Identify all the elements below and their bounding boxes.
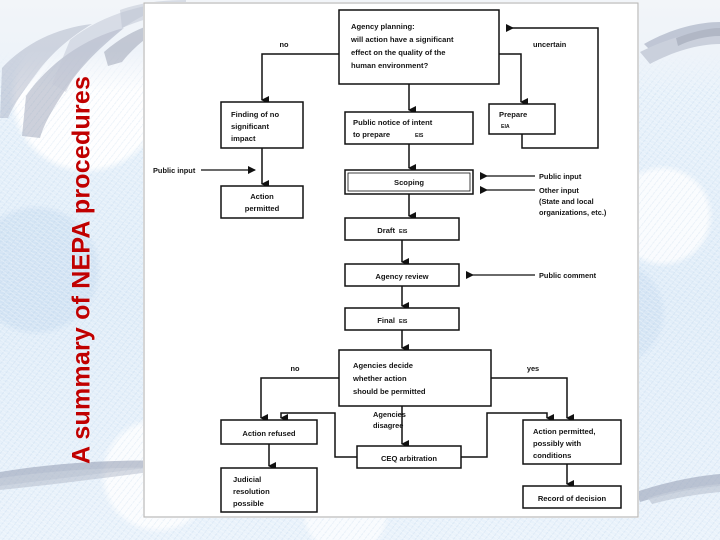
- title-block: A summary of NEPA procedures: [46, 0, 118, 540]
- box-agencies-decide-line-1: whether action: [352, 374, 407, 383]
- edge-eia-feedback-to-planning: [506, 24, 599, 149]
- nepa-flowchart: Agency planning: will action have a sign…: [143, 2, 639, 518]
- edge-yes-to-action-permitted-conditions: [491, 377, 574, 422]
- box-fonsi-line-1: significant: [231, 122, 269, 131]
- edge-label-other-input-line-2: organizations, etc.): [539, 208, 607, 217]
- box-agency-planning-line-2: effect on the quality of the: [351, 48, 446, 57]
- box-action-permitted-conditions-line-0: Action permitted,: [533, 427, 595, 436]
- edge-no-to-action-refused: [260, 377, 339, 422]
- box-judicial-line-0: Judicial: [233, 475, 261, 484]
- box-ceq-arbitration-line-0: CEQ arbitration: [381, 454, 437, 463]
- edge-label-agencies-disagree-line-0: Agencies: [373, 410, 406, 419]
- box-prepare-eia-line-0: Prepare: [499, 110, 527, 119]
- box-agencies-decide-line-2: should be permitted: [353, 387, 426, 396]
- edge-label-other-input-line-1: (State and local: [539, 197, 594, 206]
- box-public-notice-line-1: to prepare: [353, 130, 390, 139]
- edge-ceq-to-action-refused: [280, 412, 357, 458]
- edge-label-no-bottom: no: [290, 364, 300, 373]
- box-action-permitted-conditions: [522, 419, 622, 465]
- box-prepare-eia: [488, 103, 556, 135]
- box-scoping-line-0: Scoping: [394, 178, 424, 187]
- box-prepare-eia-suffix: EIA: [501, 124, 510, 130]
- box-scoping: [344, 169, 474, 195]
- box-agency-planning-line-3: human environment?: [351, 61, 429, 70]
- box-final-eis-line-0: Final: [377, 316, 395, 325]
- edge-label-yes-bottom: yes: [527, 364, 539, 373]
- box-final-eis-suffix: EIS: [399, 319, 408, 325]
- box-agency-review-line-0: Agency review: [375, 272, 428, 281]
- box-draft-eis-suffix: EIS: [399, 229, 408, 235]
- edge-ceq-to-action-permitted-conditions: [461, 412, 554, 458]
- edge-label-no-top: no: [279, 40, 289, 49]
- page-title: A summary of NEPA procedures: [67, 75, 96, 465]
- box-draft-eis-line-0: Draft: [377, 226, 395, 235]
- box-action-refused: [220, 419, 318, 445]
- box-judicial-line-1: resolution: [233, 487, 270, 496]
- box-judicial-line-2: possible: [233, 499, 264, 508]
- box-scoping-inner-rule: [347, 172, 471, 192]
- box-agencies-decide-line-0: Agencies decide: [353, 361, 413, 370]
- edge-label-public-input-scoping: Public input: [539, 172, 582, 181]
- box-action-permitted-line-1: permitted: [245, 204, 280, 213]
- box-record-of-decision: [522, 485, 622, 509]
- edge-label-other-input-line-0: Other input: [539, 186, 579, 195]
- box-action-refused-line-0: Action refused: [242, 429, 296, 438]
- figure-panel: Agency planning: will action have a sign…: [143, 2, 639, 518]
- box-agency-planning: [338, 9, 500, 85]
- box-public-notice-suffix: EIS: [415, 133, 424, 139]
- box-public-notice-of-intent: [344, 111, 474, 145]
- box-fonsi-line-2: impact: [231, 134, 256, 143]
- box-action-permitted: [220, 185, 304, 219]
- edge-uncertain-to-prepare-eia: [499, 53, 528, 106]
- box-public-notice-line-0: Public notice of intent: [353, 118, 433, 127]
- box-action-permitted-line-0: Action: [250, 192, 274, 201]
- box-agency-planning-line-0: Agency planning:: [351, 22, 415, 31]
- box-judicial-resolution: [220, 467, 318, 513]
- box-agency-planning-line-1: will action have a significant: [350, 35, 454, 44]
- edge-label-uncertain: uncertain: [533, 40, 567, 49]
- box-action-permitted-conditions-line-2: conditions: [533, 451, 571, 460]
- edge-no-to-fonsi: [261, 53, 339, 104]
- edge-label-agencies-disagree-line-1: disagree: [373, 421, 403, 430]
- edge-label-public-input-left: Public input: [153, 166, 196, 175]
- box-action-permitted-conditions-line-1: possibly with: [533, 439, 581, 448]
- box-fonsi-line-0: Finding of no: [231, 110, 279, 119]
- edge-label-public-comment: Public comment: [539, 271, 597, 280]
- box-record-of-decision-line-0: Record of decision: [538, 494, 607, 503]
